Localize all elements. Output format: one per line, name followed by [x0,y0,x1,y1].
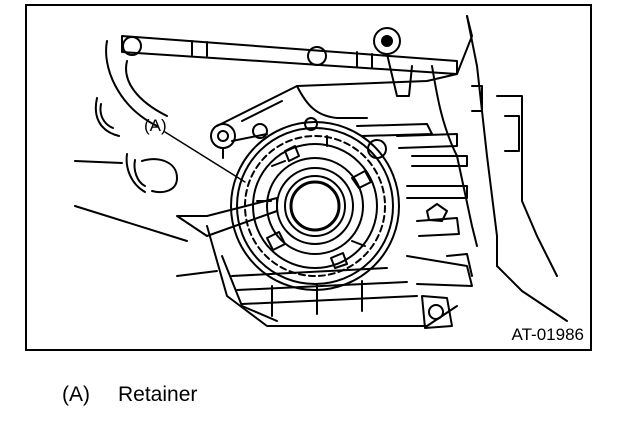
figure-code: AT-01986 [511,325,584,344]
left-housing [74,40,278,242]
legend-key: (A) [62,383,90,406]
legend-text: Retainer [118,383,198,406]
main-case [176,15,568,329]
retainer-a [230,121,400,291]
figure-frame: (A) AT-01986 [25,4,592,351]
upper-shift-rod [121,27,458,97]
transmission-line-drawing [74,15,568,329]
callout-label-a: (A) [144,116,167,135]
legend: (A) Retainer [62,383,197,407]
callout-leader-a [164,131,246,183]
